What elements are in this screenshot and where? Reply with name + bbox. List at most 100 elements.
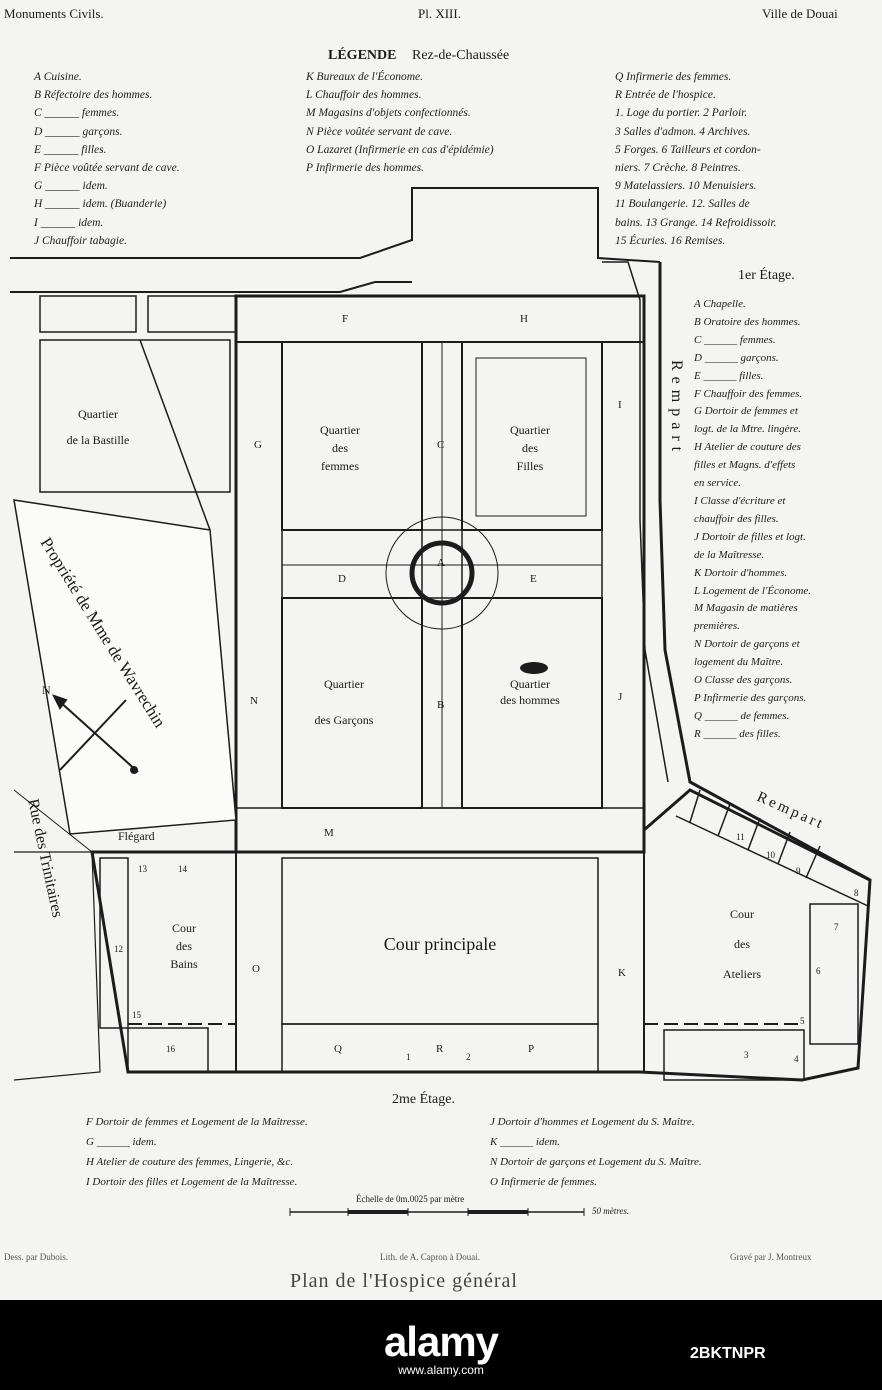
ateliers-south-rooms: [663, 1029, 805, 1081]
north-letter: N: [42, 683, 51, 697]
legend-item: A Chapelle.: [694, 298, 746, 310]
watermark-url: www.alamy.com: [398, 1363, 484, 1377]
bastille-row-1: [39, 295, 137, 333]
legend-item: G ______ idem.: [34, 180, 108, 193]
legend-item: 11 Boulangerie. 12. Salles de: [615, 198, 750, 211]
legend-item: O Lazaret (Infirmerie en cas d'épidémie): [306, 143, 494, 156]
room-label: C: [437, 439, 444, 451]
legend-column-2: K Bureaux de l'Économe. L Chauffoir des …: [306, 68, 494, 177]
room-number: 15: [132, 1010, 142, 1020]
legend-item: J Chauffoir tabagie.: [34, 234, 127, 247]
legend-item: de la Maîtresse.: [694, 548, 765, 561]
legend-item: niers. 7 Crèche. 8 Peintres.: [615, 162, 741, 175]
atelier-partitions: [675, 789, 869, 907]
cour-ateliers-label: Ateliers: [723, 967, 761, 981]
kitchen-rotunda: [409, 540, 475, 606]
legend-item: E ______ filles.: [694, 369, 764, 382]
room-number: 12: [114, 944, 123, 954]
second-floor-left: F Dortoir de femmes et Logement de la Ma…: [86, 1112, 308, 1192]
room-number: 16: [166, 1044, 176, 1054]
room-number: 13: [138, 864, 148, 874]
legend-item: B Oratoire des hommes.: [694, 315, 801, 328]
cour-bains-label: Bains: [170, 957, 198, 971]
cour-ateliers-label: Cour: [730, 907, 754, 921]
legend-item: N Dortoir de garçons et Logement du S. M…: [490, 1156, 702, 1168]
room-label: H: [520, 313, 528, 325]
room-label: A: [437, 557, 445, 569]
watermark-brand: alamy: [383, 1318, 499, 1365]
wavrechin-property: [13, 499, 237, 835]
ateliers-east-rooms: [809, 903, 859, 1045]
legend-item: 3 Salles d'admon. 4 Archives.: [615, 125, 751, 138]
quartier-bastille-label: de la Bastille: [67, 433, 130, 447]
hospice-plan-map: N A B C D E F G H I J K M N O P Q R 1 2 …: [10, 187, 872, 1082]
legend-item: K ______ idem.: [490, 1136, 560, 1148]
scale-bar: [289, 1208, 585, 1216]
legend-item: Q Infirmerie des femmes.: [615, 71, 732, 83]
rampart-wall: [658, 262, 871, 882]
room-label: I: [618, 399, 622, 411]
legend-title: LÉGENDE: [328, 48, 397, 63]
legend-item: C ______ femmes.: [34, 107, 120, 120]
legend-item: M Magasins d'objets confectionnés.: [306, 107, 471, 120]
room-number: 7: [834, 922, 839, 932]
quartier-femmes-label: femmes: [321, 459, 359, 473]
legend-item: B Réfectoire des hommes.: [34, 89, 153, 102]
legend-item: H Atelier de couture des: [694, 441, 801, 454]
entrance-range: [281, 1023, 599, 1073]
legend-item: N Pièce voûtée servant de cave.: [306, 125, 453, 138]
second-floor-right: J Dortoir d'hommes et Logement du S. Maî…: [490, 1112, 702, 1192]
room-number: 2: [466, 1052, 471, 1062]
legend-item: 1. Loge du portier. 2 Parloir.: [615, 107, 748, 120]
legend-item: O Infirmerie de femmes.: [490, 1176, 597, 1188]
legend-item: H Atelier de couture des femmes, Lingeri…: [86, 1156, 294, 1168]
bastille-block: [39, 339, 231, 493]
quartier-femmes-label: des: [332, 441, 348, 455]
legend-item: 5 Forges. 6 Tailleurs et cordon-: [615, 143, 761, 156]
legend-item: I Dortoir des filles et Logement de la M…: [86, 1176, 298, 1188]
bastille-row-2: [147, 295, 237, 333]
room-label: N: [250, 695, 258, 707]
legend-item: logt. de la Mtre. lingère.: [694, 423, 802, 436]
legend-item: M Magasin de matières: [694, 602, 798, 615]
second-floor-title: 2me Étage.: [392, 1092, 455, 1107]
room-number: 1: [406, 1052, 411, 1062]
first-floor-title: 1er Étage.: [738, 268, 795, 283]
quartier-filles-label: Quartier: [510, 423, 550, 437]
room-number: 11: [736, 832, 745, 842]
legend-item: D ______ garçons.: [34, 125, 123, 138]
legend-item: N Dortoir de garçons et: [694, 638, 800, 651]
room-label: D: [338, 573, 346, 585]
flegard-path: [13, 789, 93, 853]
legend-item: R Entrée de l'hospice.: [615, 89, 716, 102]
legend-item: premières.: [694, 620, 740, 633]
quartier-filles-label: des: [522, 441, 538, 455]
plan-title: Plan de l'Hospice général: [290, 1270, 518, 1292]
quartier-filles-label: Filles: [517, 459, 544, 473]
legend-item: logement du Maître.: [694, 656, 784, 669]
watermark-image-id: 2BKTNPR: [690, 1345, 766, 1362]
legend-item: 15 Écuries. 16 Remises.: [615, 234, 726, 247]
legend-subtitle: Rez-de-Chaussée: [412, 48, 510, 63]
legend-item: F Pièce voûtée servant de cave.: [34, 162, 180, 175]
room-number: 8: [854, 888, 859, 898]
legend-item: Q ______ de femmes.: [694, 709, 790, 722]
legend-item: P Infirmerie des garçons.: [694, 691, 807, 704]
room-number: 4: [794, 1054, 799, 1064]
legend-item: en service.: [694, 477, 742, 490]
room-label: M: [324, 827, 334, 839]
rempart-vertical-label: Rempart: [668, 360, 685, 457]
room-number: 3: [744, 1050, 749, 1060]
room-label: B: [437, 699, 444, 711]
fountain-icon: [520, 662, 548, 674]
legend-item: filles et Magns. d'effets: [694, 459, 796, 472]
room-label: Q: [334, 1043, 342, 1055]
quartier-hommes-label: Quartier: [510, 677, 550, 691]
room-label: G: [254, 439, 262, 451]
road-edge-bottom: [10, 281, 412, 293]
room-label: K: [618, 967, 626, 979]
rue-trinitaires: [13, 851, 101, 1081]
room-number: 10: [766, 850, 776, 860]
legend-item: J Dortoir de filles et logt.: [694, 530, 806, 543]
quartier-femmes-label: Quartier: [320, 423, 360, 437]
